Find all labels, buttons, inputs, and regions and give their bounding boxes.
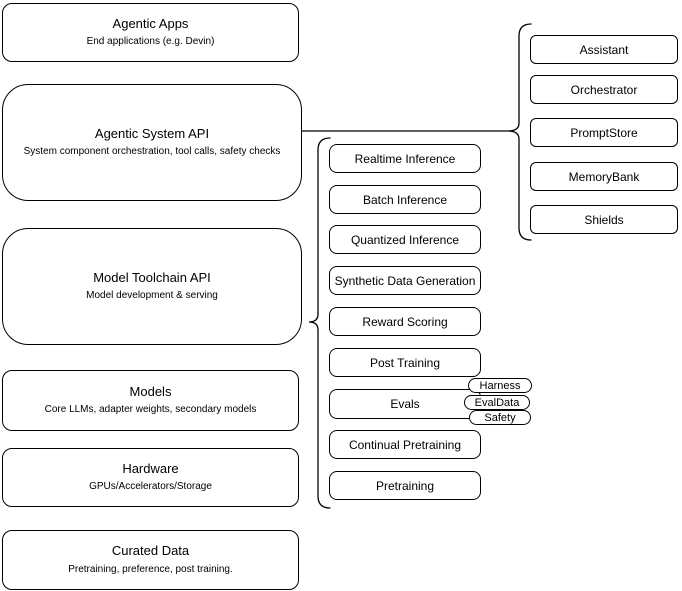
box-post-training: Post Training: [329, 348, 481, 377]
box-agentic-system-api: Agentic System API System component orch…: [2, 84, 302, 201]
box-subtitle: End applications (e.g. Devin): [86, 36, 215, 48]
box-label: MemoryBank: [568, 169, 640, 184]
box-subtitle: Model development & serving: [86, 290, 218, 302]
box-shields: Shields: [530, 205, 678, 234]
box-model-toolchain-api: Model Toolchain API Model development & …: [2, 228, 302, 345]
box-subtitle: Pretraining, preference, post training.: [68, 563, 233, 575]
box-realtime-inference: Realtime Inference: [329, 144, 481, 173]
box-label: Batch Inference: [362, 192, 448, 207]
box-label: Continual Pretraining: [348, 437, 462, 452]
box-label: Pretraining: [375, 478, 435, 493]
box-agentic-apps: Agentic Apps End applications (e.g. Devi…: [2, 3, 299, 62]
pill-safety: Safety: [469, 410, 531, 425]
box-subtitle: Core LLMs, adapter weights, secondary mo…: [44, 404, 257, 416]
box-label: Orchestrator: [570, 82, 638, 97]
box-title: Agentic Apps: [112, 15, 189, 31]
pill-label: Harness: [479, 379, 521, 392]
box-title: Agentic System API: [94, 125, 210, 141]
box-evals: Evals: [329, 389, 481, 419]
box-label: Post Training: [369, 355, 441, 370]
brace-middle-group-icon: [308, 137, 331, 509]
box-label: Shields: [584, 212, 624, 227]
box-subtitle: System component orchestration, tool cal…: [23, 146, 281, 158]
box-label: Quantized Inference: [350, 232, 460, 247]
brace-right-group-icon: [507, 23, 532, 241]
pill-label: EvalData: [474, 396, 520, 409]
box-label: Synthetic Data Generation: [334, 273, 476, 288]
box-title: Models: [129, 383, 172, 399]
box-label: PromptStore: [570, 125, 638, 140]
box-hardware: Hardware GPUs/Accelerators/Storage: [2, 448, 299, 507]
pill-label: Safety: [484, 411, 516, 424]
box-label: Evals: [390, 397, 420, 411]
box-assistant: Assistant: [530, 35, 678, 64]
box-label: Realtime Inference: [354, 151, 456, 166]
box-continual-pretraining: Continual Pretraining: [329, 430, 481, 459]
box-title: Curated Data: [111, 543, 190, 559]
box-pretraining: Pretraining: [329, 471, 481, 500]
box-quantized-inference: Quantized Inference: [329, 225, 481, 254]
box-synthetic-data-generation: Synthetic Data Generation: [329, 266, 481, 295]
box-curated-data: Curated Data Pretraining, preference, po…: [2, 530, 299, 590]
box-orchestrator: Orchestrator: [530, 75, 678, 104]
box-title: Model Toolchain API: [93, 269, 211, 285]
box-batch-inference: Batch Inference: [329, 185, 481, 214]
box-subtitle: GPUs/Accelerators/Storage: [89, 481, 212, 493]
pill-evaldata: EvalData: [464, 395, 530, 410]
pill-harness: Harness: [468, 378, 532, 393]
box-promptstore: PromptStore: [530, 118, 678, 147]
box-models: Models Core LLMs, adapter weights, secon…: [2, 370, 299, 431]
box-memorybank: MemoryBank: [530, 162, 678, 191]
box-label: Assistant: [579, 42, 629, 57]
box-label: Reward Scoring: [362, 314, 448, 329]
box-title: Hardware: [122, 460, 179, 476]
box-reward-scoring: Reward Scoring: [329, 307, 481, 336]
